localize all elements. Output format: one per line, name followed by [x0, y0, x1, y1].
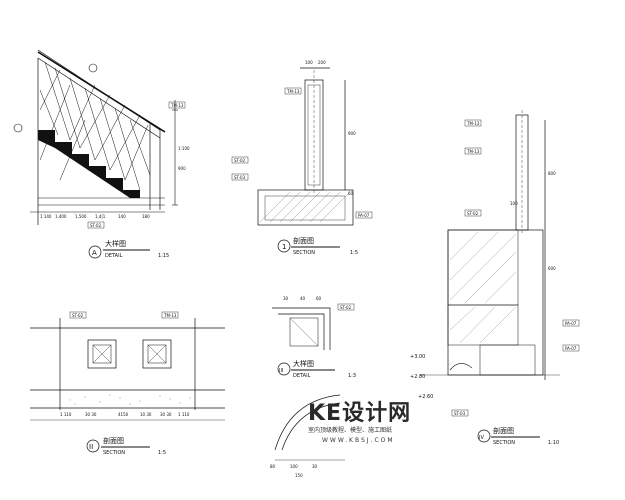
- section-1-tag-0: TM-13: [286, 89, 300, 94]
- section-4-level-2: +2.60: [418, 394, 433, 400]
- section-1: [257, 67, 354, 226]
- detail-a-dim-2: 1,500: [75, 214, 87, 219]
- section-4-code: SECTION: [493, 440, 515, 446]
- section-1-dim-top-1: 200: [318, 60, 326, 65]
- section-2-scale: 1:5: [158, 450, 166, 456]
- section-1-code: SECTION: [293, 250, 315, 256]
- section-2-tag-1: TM-13: [163, 313, 177, 318]
- detail-a-code: DETAIL: [105, 253, 123, 259]
- detail-3-marker-label: III: [279, 368, 283, 374]
- section-1-dim-side-0: 900: [348, 131, 356, 136]
- section-4-dim-2: 100: [510, 201, 518, 206]
- bottom-dim-3: 150: [295, 473, 303, 478]
- section-4-dim-0: 800: [548, 171, 556, 176]
- section-2-tag-0: ST-02: [72, 313, 84, 318]
- detail-a-height-1: 900: [178, 166, 186, 171]
- section-4-level-0: +3.00: [410, 354, 425, 360]
- bottom-dim-0: 80: [270, 464, 276, 469]
- section-2-marker: [86, 439, 100, 453]
- marker-circle: [88, 63, 98, 73]
- detail-3-dim-1: 40: [300, 296, 306, 301]
- watermark-url: WWW.KBSJ.COM: [322, 437, 395, 444]
- section-1-dim-side-1: 60: [348, 191, 354, 196]
- section-2-dim-0: 1 110: [60, 412, 72, 417]
- watermark-subtitle: 室内顶级教程、模型、施工图纸: [308, 426, 392, 434]
- section-2-stipple: [69, 394, 191, 405]
- detail-a-dim-3: 1,4|1: [95, 214, 106, 219]
- bottom-detail: [274, 394, 345, 461]
- section-4-level-1: +2.80: [410, 374, 425, 380]
- detail-a-dim-1: 1,400: [55, 214, 67, 219]
- detail-3-code: DETAIL: [293, 373, 311, 379]
- stair-steps: [38, 130, 140, 198]
- detail-3-title: 大样图: [293, 359, 314, 368]
- detail-3: [272, 307, 331, 350]
- section-1-hatch: [259, 191, 351, 223]
- section-2-title: 剖面图: [103, 436, 124, 445]
- detail-a-scale: 1:15: [158, 253, 169, 259]
- section-4-tag-1: TM-13: [466, 149, 480, 154]
- section-2-dim-1: 30 30: [85, 412, 97, 417]
- section-1-title: 剖面图: [293, 236, 314, 245]
- section-2-code: SECTION: [103, 450, 125, 456]
- detail-3-dim-0: 30: [283, 296, 289, 301]
- section-2-dim-3: 10 30: [140, 412, 152, 417]
- section-1-marker: [277, 239, 291, 253]
- section-1-tag-2: ST-03: [234, 175, 246, 180]
- detail-3-tag-0: ST-02: [340, 305, 352, 310]
- detail-3-scale: 1:3: [348, 373, 356, 379]
- detail-a-marker: [88, 245, 102, 259]
- section-4-hatch: [449, 231, 517, 344]
- detail-a-dim-4: 140: [118, 214, 126, 219]
- section-2-marker-label: II: [89, 443, 93, 451]
- detail-a-dim-5: 180: [142, 214, 150, 219]
- bottom-dim-1: 100: [290, 464, 298, 469]
- detail-a-height-0: 1:100: [178, 146, 190, 151]
- section-4-tag-2: ST-02: [467, 211, 479, 216]
- detail-a-title: 大样图: [105, 239, 126, 248]
- section-4-marker: [477, 429, 491, 443]
- section-4-tag-0: TM-13: [466, 121, 480, 126]
- detail-a-marker-label: A: [92, 249, 97, 257]
- section-4-tag-4: PA-07: [565, 346, 577, 351]
- detail-a-dim-0: 1 140: [40, 214, 52, 219]
- section-1-dim-top-0: 100: [305, 60, 313, 65]
- watermark-logo: KE设计网: [308, 401, 411, 426]
- detail-a-tag-0: TM-13: [170, 103, 184, 108]
- section-1-tag-1: ST-02: [234, 158, 246, 163]
- section-1-scale: 1:5: [350, 250, 358, 256]
- section-2-dim-2: 4150: [118, 412, 129, 417]
- section-4-marker-label: IV: [479, 435, 484, 441]
- section-2: [30, 318, 225, 421]
- section-4-dim-1: 600: [548, 266, 556, 271]
- section-4-tag-5: ST-03: [454, 411, 466, 416]
- section-4-title: 剖面图: [493, 426, 514, 435]
- section-1-marker-label: 1: [282, 243, 286, 251]
- detail-3-marker: [277, 362, 291, 376]
- detail-3-dim-2: 60: [316, 296, 322, 301]
- section-2-dim-5: 1 110: [178, 412, 190, 417]
- section-4-scale: 1:10: [548, 440, 559, 446]
- detail-a: [37, 49, 166, 225]
- section-1-tag-3: PA-07: [358, 213, 370, 218]
- section-4-tag-3: PA-07: [565, 321, 577, 326]
- section-4: [420, 110, 560, 380]
- marker-circle: [13, 123, 23, 133]
- detail-a-tag-1: ST-02: [90, 223, 102, 228]
- bottom-dim-2: 30: [312, 464, 318, 469]
- section-2-dim-4: 30 30: [160, 412, 172, 417]
